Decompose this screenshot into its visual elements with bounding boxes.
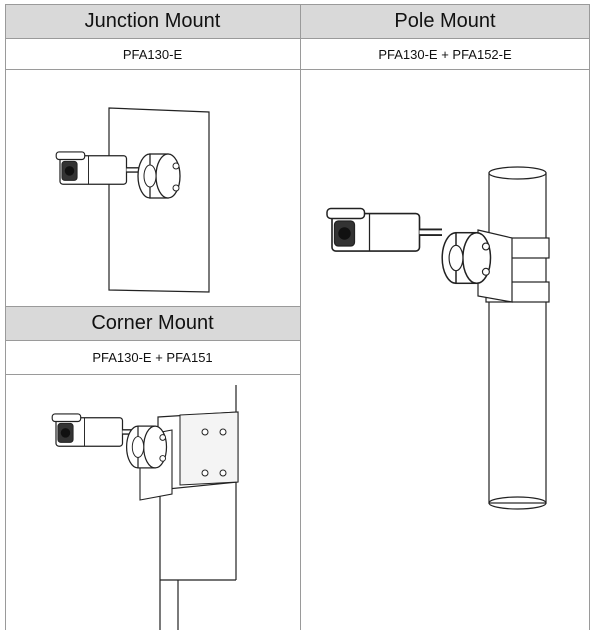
junction-mount-header: Junction Mount: [5, 4, 300, 38]
table-border-top: [5, 4, 589, 5]
pole: [488, 172, 547, 504]
column-divider: [300, 4, 301, 630]
pole-mount-title: Pole Mount: [394, 9, 496, 32]
wall-plate: [108, 107, 210, 293]
pole-mount-illustration: [327, 166, 550, 510]
table-border-right: [589, 4, 590, 630]
junction-mount-model: PFA130-E: [122, 46, 183, 62]
pole-mount-model-cell: PFA130-E + PFA152-E: [301, 39, 589, 69]
header-divider: [5, 38, 589, 39]
corner-mount-title: Corner Mount: [91, 312, 214, 334]
corner-model-bottom: [5, 374, 300, 375]
corner-mount-model: PFA130-E + PFA151: [92, 350, 213, 365]
junction-mount-illustration: [56, 107, 210, 293]
table-border-left: [5, 4, 6, 630]
pole-mount-model: PFA130-E + PFA152-E: [378, 46, 512, 62]
model-row-divider: [5, 69, 589, 70]
pole-mount-header: Pole Mount: [301, 4, 589, 38]
junction-mount-model-cell: PFA130-E: [5, 39, 300, 69]
corner-header-top: [5, 306, 300, 307]
corner-mount-illustration: [52, 385, 239, 630]
corner-header-bottom: [5, 340, 300, 341]
corner-mount-model-cell: PFA130-E + PFA151: [5, 341, 300, 374]
junction-mount-title: Junction Mount: [84, 9, 221, 32]
corner-mount-header: Corner Mount: [5, 307, 300, 340]
